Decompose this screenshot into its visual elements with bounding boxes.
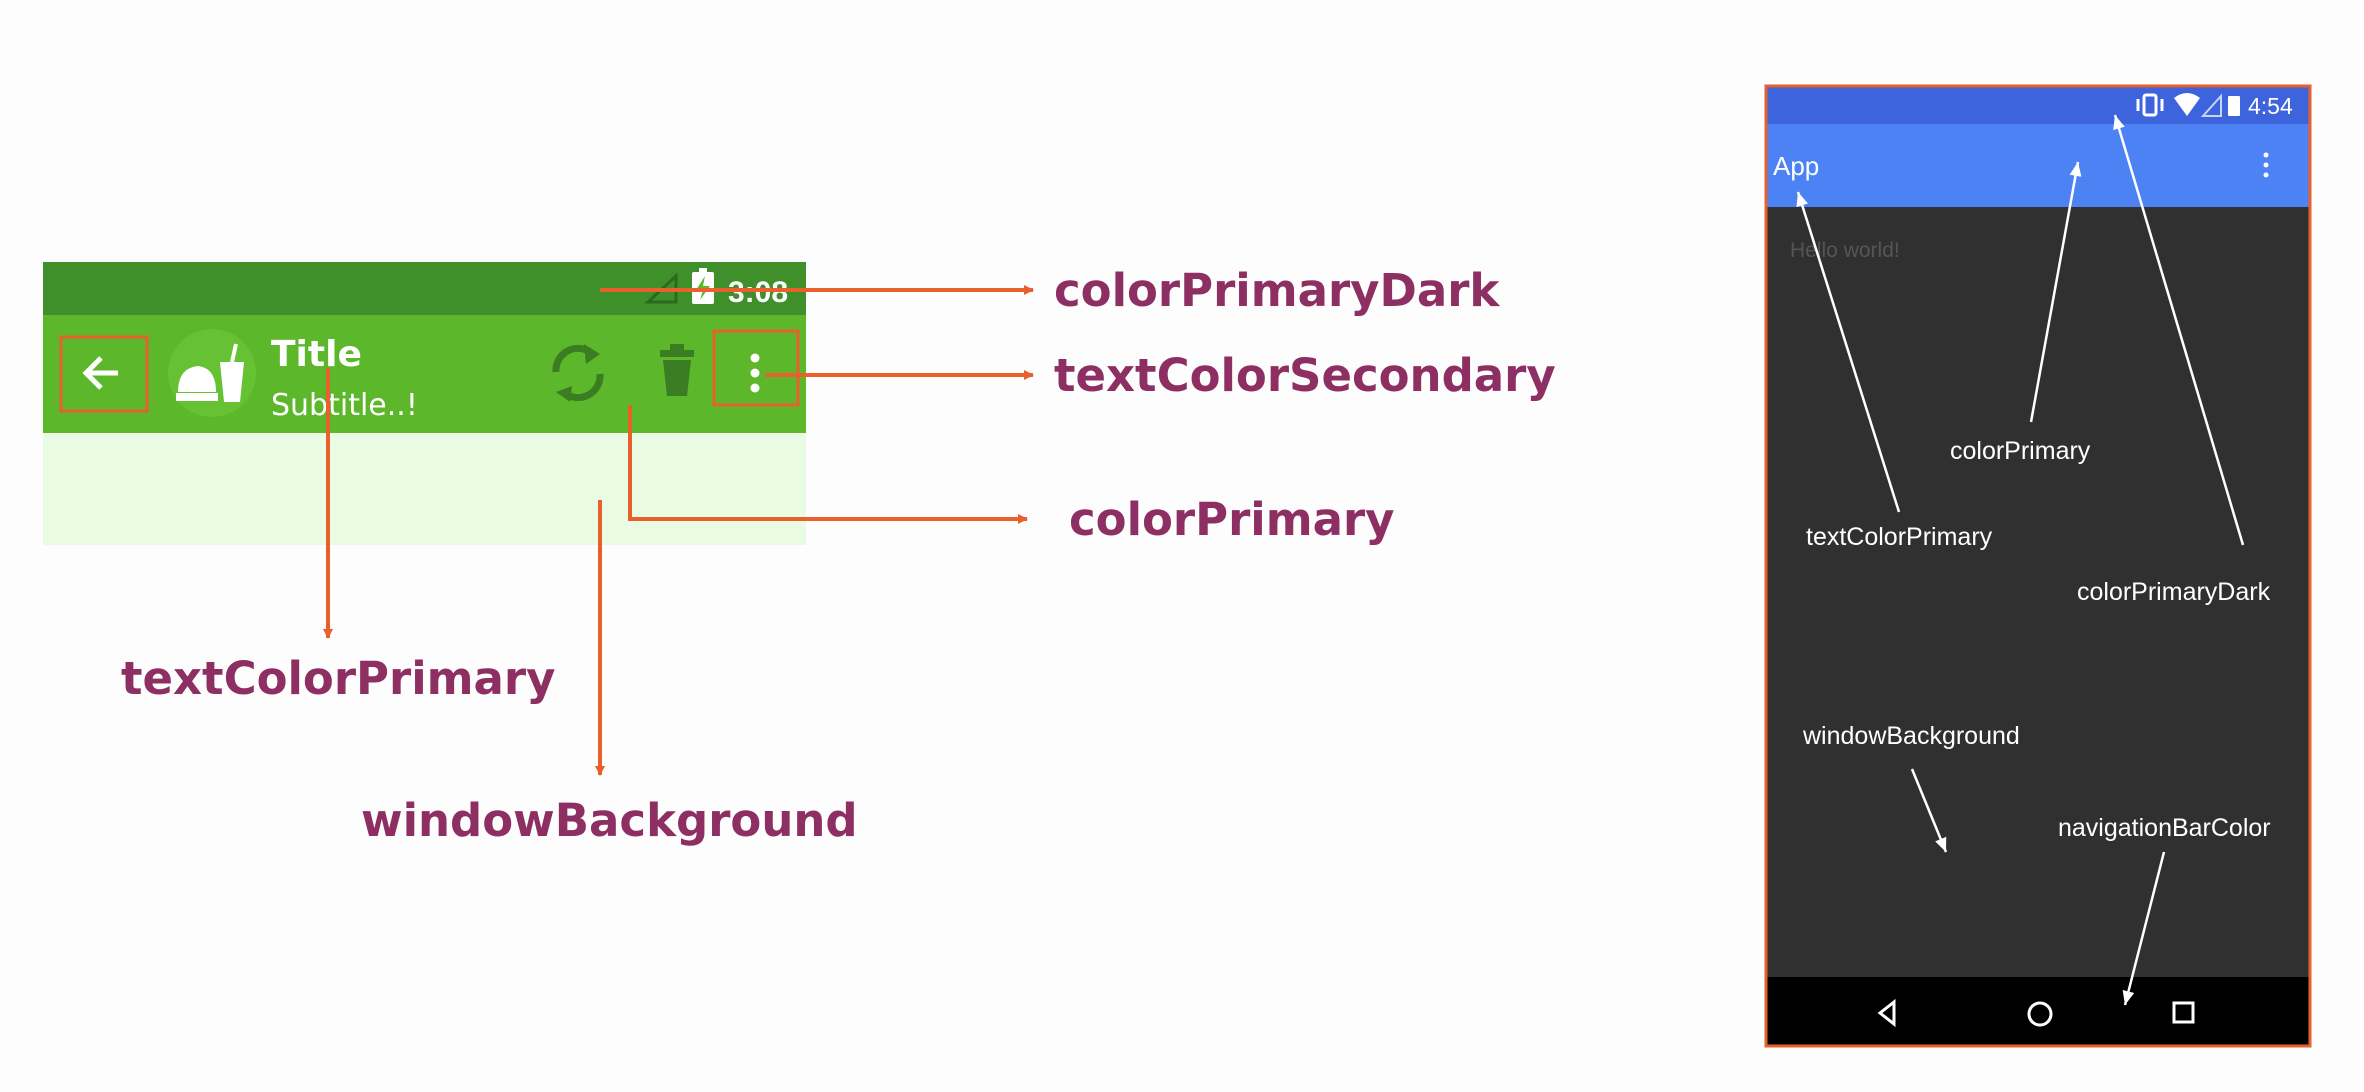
signal-icon	[2200, 93, 2222, 117]
label-window-background: windowBackground	[361, 794, 858, 847]
vibrate-icon	[2136, 93, 2164, 117]
green-window-background	[43, 433, 806, 545]
battery-icon	[2228, 96, 2240, 116]
wifi-icon	[2174, 93, 2200, 116]
back-arrow-icon[interactable]	[82, 356, 118, 390]
toolbar-title: Title	[271, 334, 362, 375]
phone-label-color-primary-dark: colorPrimaryDark	[2077, 578, 2271, 606]
phone-label-window-background: windowBackground	[1802, 722, 2020, 750]
label-color-primary: colorPrimary	[1069, 493, 1395, 546]
label-text-color-secondary: textColorSecondary	[1054, 349, 1556, 402]
phone-frame-border	[1764, 84, 2312, 1048]
phone-label-text-color-primary: textColorPrimary	[1806, 523, 1993, 551]
phone-hello-text: Hello world!	[1790, 239, 1900, 262]
green-toolbar	[43, 315, 806, 433]
phone-screen-background	[1766, 86, 2310, 1046]
home-circle-icon[interactable]	[2027, 1001, 2053, 1027]
phone-status-bar	[1766, 86, 2310, 124]
white-arrows	[1796, 114, 2245, 1006]
back-triangle-icon[interactable]	[1877, 998, 1896, 1028]
phone-overflow-icon[interactable]	[2263, 152, 2269, 178]
phone-status-time: 4:54	[2248, 93, 2293, 119]
phone-toolbar	[1766, 124, 2310, 207]
sync-icon[interactable]	[552, 344, 604, 402]
overflow-menu-icon[interactable]	[750, 353, 760, 393]
phone-navigation-bar	[1766, 977, 2310, 1046]
left-status-time: 3:08	[728, 276, 788, 309]
orange-arrows	[323, 285, 1034, 776]
phone-app-title: App	[1773, 151, 1819, 181]
back-arrow-highlight-box	[59, 335, 149, 413]
phone-mockup: 4:54 App Hello world! colorPrimary textC…	[1764, 84, 2312, 1048]
phone-label-navigation-bar-color: navigationBarColor	[2058, 814, 2271, 842]
overflow-highlight-box	[712, 329, 800, 407]
phone-label-color-primary: colorPrimary	[1950, 437, 2091, 465]
toolbar-subtitle: Subtitle..!	[271, 388, 418, 423]
recents-square-icon[interactable]	[2172, 1001, 2195, 1024]
burger-drink-logo-icon	[168, 329, 256, 417]
trash-icon[interactable]	[660, 344, 694, 396]
green-app-mockup: 3:08 Title Subtitle..!	[43, 262, 806, 545]
label-color-primary-dark: colorPrimaryDark	[1054, 264, 1500, 317]
label-text-color-primary: textColorPrimary	[121, 652, 555, 705]
arrow-color-primary	[628, 405, 1028, 524]
